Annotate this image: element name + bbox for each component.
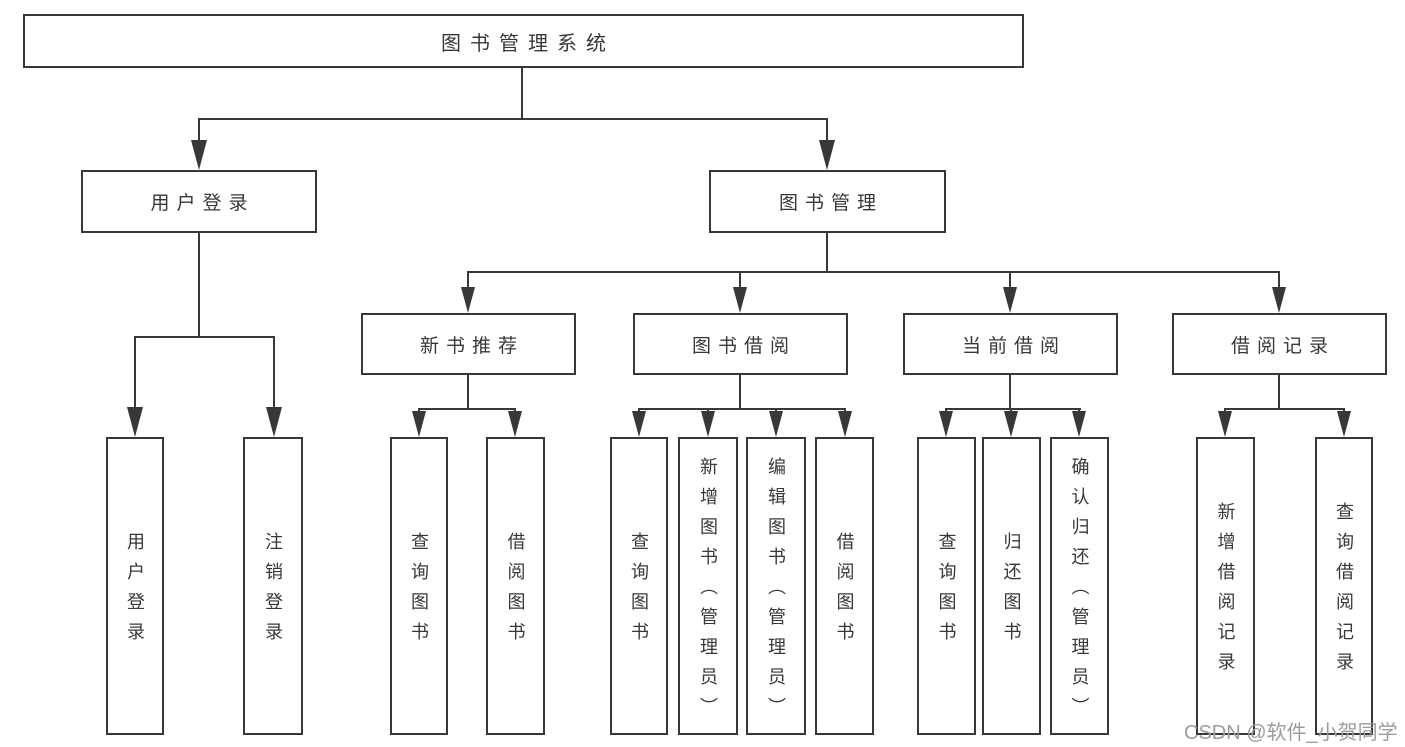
leaf-borrow-books: 借阅图书: [815, 437, 874, 735]
leaf-confirm-return-admin: 确认归还（管理员）: [1050, 437, 1109, 735]
arrowhead: [939, 411, 953, 437]
node-new-book-recommend: 新书推荐: [361, 313, 576, 375]
connector-segment: [1278, 271, 1280, 289]
leaf-edit-books-admin-label: 编辑图书（管理员）: [766, 457, 786, 727]
arrowhead: [1003, 287, 1017, 313]
leaf-user-login-label: 用户登录: [125, 532, 145, 652]
node-root-label: 图书管理系统: [441, 32, 615, 55]
connector-segment: [134, 336, 136, 410]
arrowhead: [508, 411, 522, 437]
connector-segment: [467, 375, 469, 408]
node-book-management: 图书管理: [709, 170, 946, 233]
arrowhead: [1072, 411, 1086, 437]
watermark: CSDN @软件_小贺同学: [1184, 722, 1398, 744]
connector-segment: [467, 271, 469, 289]
connector-segment: [1278, 375, 1280, 408]
leaf-user-login: 用户登录: [106, 437, 164, 735]
leaf-borrow-books-recommend-label: 借阅图书: [505, 532, 526, 652]
leaf-query-books-current: 查询图书: [917, 437, 976, 735]
leaf-add-books-admin: 新增图书（管理员）: [678, 437, 738, 735]
arrowhead: [1337, 411, 1351, 437]
leaf-edit-books-admin: 编辑图书（管理员）: [746, 437, 806, 735]
leaf-query-borrow-record-label: 查询借阅记录: [1334, 502, 1354, 682]
arrowhead: [461, 287, 475, 313]
node-borrow-record: 借阅记录: [1172, 313, 1387, 375]
connector-segment: [467, 271, 1280, 273]
connector-segment: [826, 233, 828, 271]
arrowhead: [191, 140, 207, 170]
node-current-borrow-label: 当前借阅: [961, 335, 1066, 357]
connector-segment: [1224, 408, 1345, 410]
node-new-book-recommend-label: 新书推荐: [419, 335, 524, 357]
node-user-login: 用户登录: [81, 170, 317, 233]
arrowhead: [412, 411, 426, 437]
arrowhead: [127, 407, 143, 437]
leaf-query-books-borrow-label: 查询图书: [629, 532, 649, 652]
node-user-login-label: 用户登录: [150, 193, 255, 214]
leaf-query-books-current-label: 查询图书: [936, 532, 957, 652]
leaf-logout: 注销登录: [243, 437, 303, 735]
connector-segment: [198, 118, 200, 144]
leaf-add-borrow-record-label: 新增借阅记录: [1215, 502, 1236, 682]
arrowhead: [769, 411, 783, 437]
connector-segment: [521, 68, 523, 118]
connector-segment: [638, 408, 846, 410]
connector-segment: [273, 336, 275, 410]
arrowhead: [733, 287, 747, 313]
connector-segment: [198, 233, 200, 336]
connector-segment: [739, 375, 741, 408]
leaf-add-books-admin-label: 新增图书（管理员）: [698, 457, 718, 727]
arrowhead: [1004, 411, 1018, 437]
leaf-borrow-books-label: 借阅图书: [834, 532, 855, 652]
node-book-management-label: 图书管理: [778, 193, 883, 214]
leaf-query-books-borrow: 查询图书: [610, 437, 668, 735]
connector-segment: [739, 271, 741, 289]
leaf-confirm-return-admin-label: 确认归还（管理员）: [1069, 457, 1090, 727]
leaf-add-borrow-record: 新增借阅记录: [1196, 437, 1255, 735]
leaf-query-borrow-record: 查询借阅记录: [1315, 437, 1373, 735]
leaf-return-books: 归还图书: [982, 437, 1041, 735]
arrowhead: [632, 411, 646, 437]
node-book-borrow-label: 图书借阅: [691, 335, 796, 357]
leaf-logout-label: 注销登录: [263, 532, 283, 652]
arrowhead: [1272, 287, 1286, 313]
leaf-query-books-recommend: 查询图书: [390, 437, 448, 735]
node-current-borrow: 当前借阅: [903, 313, 1118, 375]
arrowhead: [819, 140, 835, 170]
connector-segment: [826, 118, 828, 144]
connector-segment: [1009, 271, 1011, 289]
leaf-return-books-label: 归还图书: [1001, 532, 1022, 652]
arrowhead: [701, 411, 715, 437]
node-root: 图书管理系统: [23, 14, 1024, 68]
connector-segment: [198, 118, 828, 120]
arrowhead: [266, 407, 282, 437]
node-book-borrow: 图书借阅: [633, 313, 848, 375]
connector-segment: [418, 408, 516, 410]
arrowhead: [838, 411, 852, 437]
connector-segment: [134, 336, 275, 338]
arrowhead: [1218, 411, 1232, 437]
node-borrow-record-label: 借阅记录: [1230, 335, 1335, 357]
leaf-borrow-books-recommend: 借阅图书: [486, 437, 545, 735]
leaf-query-books-recommend-label: 查询图书: [409, 532, 429, 652]
connector-segment: [945, 408, 1081, 410]
connector-segment: [1009, 375, 1011, 408]
